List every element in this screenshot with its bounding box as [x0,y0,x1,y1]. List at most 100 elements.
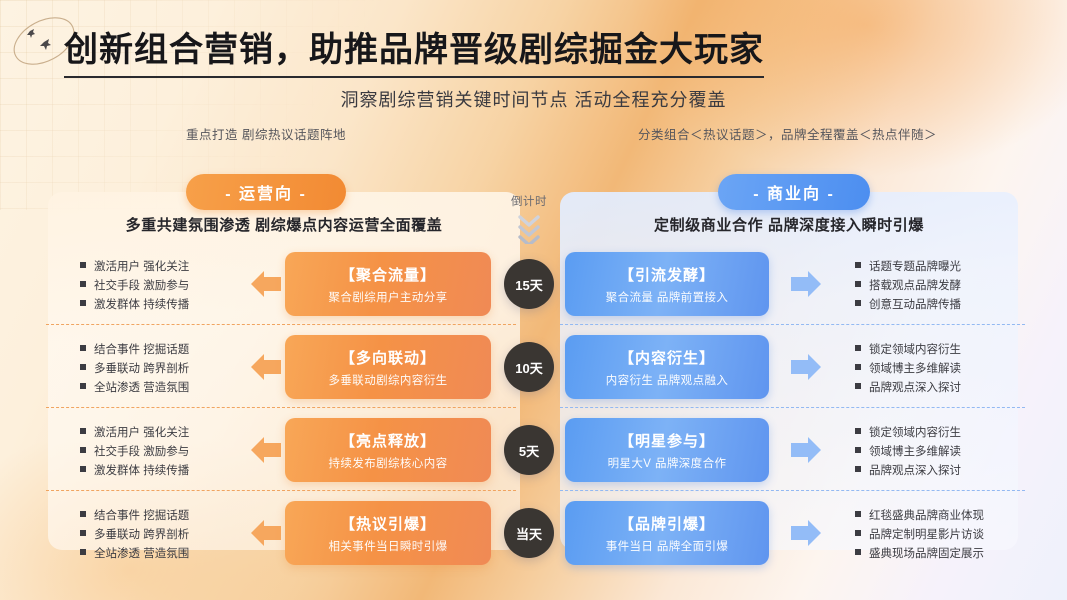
bullet-text: 品牌观点深入探讨 [869,382,961,394]
bullets-left-3: 结合事件 挖掘话题 多垂联动 跨界剖析 全站渗透 营造氛围 [80,507,250,564]
divider-right-2 [560,490,1025,491]
bullet-text: 领域博主多维解读 [869,363,961,375]
bullet-text: 红毯盛典品牌商业体现 [869,510,984,522]
bullet-text: 激发群体 持续传播 [94,299,190,311]
bullet-text: 创意互动品牌传播 [869,299,961,311]
countdown-circle-0: 15天 [504,259,554,309]
countdown-circle-3: 当天 [504,508,554,558]
orange-card-title: 【多向联动】 [339,349,436,367]
bullet-text: 社交手段 激励参与 [94,280,190,292]
countdown-circle-1: 10天 [504,342,554,392]
bullet-text: 激发群体 持续传播 [94,465,190,477]
blue-card-title: 【内容衍生】 [618,349,715,367]
arrow-left-icon [251,437,281,463]
arrow-right-icon [791,271,821,297]
bullet-square-icon [855,549,861,555]
blue-card-0[interactable]: 【引流发酵】 聚合流量 品牌前置接入 [565,252,769,316]
bullet-text: 锁定领域内容衍生 [869,344,961,356]
bullet-text: 激活用户 强化关注 [94,427,190,439]
bullet-square-icon [855,428,861,434]
timeline-row-3: 结合事件 挖掘话题 多垂联动 跨界剖析 全站渗透 营造氛围 【热议引爆】 相关事… [0,501,1067,567]
bullet-square-icon [855,511,861,517]
bullet-text: 品牌观点深入探讨 [869,465,961,477]
bullet-square-icon [855,262,861,268]
bullet-text: 结合事件 挖掘话题 [94,510,190,522]
bullets-right-2: 锁定领域内容衍生 领域博主多维解读 品牌观点深入探讨 [855,424,1040,481]
bullet-square-icon [855,383,861,389]
bullet-square-icon [855,530,861,536]
bullet-square-icon [855,345,861,351]
blue-card-subtitle: 聚合流量 品牌前置接入 [605,291,729,304]
bullet-text: 盛典现场品牌固定展示 [869,548,984,560]
blue-card-3[interactable]: 【品牌引爆】 事件当日 品牌全面引爆 [565,501,769,565]
arrow-right-icon [791,437,821,463]
blue-card-1[interactable]: 【内容衍生】 内容衍生 品牌观点融入 [565,335,769,399]
bullet-square-icon [855,466,861,472]
bullet-text: 多垂联动 跨界剖析 [94,363,190,375]
orange-card-subtitle: 相关事件当日瞬时引爆 [328,540,448,553]
arrow-right-icon [791,354,821,380]
bullet-text: 领域博主多维解读 [869,446,961,458]
bullet-square-icon [855,447,861,453]
bullet-square-icon [80,345,86,351]
bullets-right-1: 锁定领域内容衍生 领域博主多维解读 品牌观点深入探讨 [855,341,1040,398]
timeline-row-1: 结合事件 挖掘话题 多垂联动 跨界剖析 全站渗透 营造氛围 【多向联动】 多垂联… [0,335,1067,401]
orange-card-subtitle: 聚合剧综用户主动分享 [328,291,448,304]
orange-card-3[interactable]: 【热议引爆】 相关事件当日瞬时引爆 [285,501,491,565]
bullet-text: 结合事件 挖掘话题 [94,344,190,356]
caption-left: 重点打造 剧综热议话题阵地 [186,128,346,142]
panel-commercial-heading: 定制级商业合作 品牌深度接入瞬时引爆 [654,217,924,234]
timeline-row-2: 激活用户 强化关注 社交手段 激励参与 激发群体 持续传播 【亮点释放】 持续发… [0,418,1067,484]
bullet-square-icon [855,281,861,287]
blue-card-title: 【品牌引爆】 [618,515,715,533]
bullet-square-icon [80,300,86,306]
bullets-right-3: 红毯盛典品牌商业体现 品牌定制明星影片访谈 盛典现场品牌固定展示 [855,507,1040,564]
bullet-square-icon [80,383,86,389]
bullet-square-icon [80,466,86,472]
countdown-label: 倒计时 [511,196,547,208]
panel-commercial-pill: - 商业向 - [718,174,870,210]
page-subtitle: 洞察剧综营销关键时间节点 活动全程充分覆盖 [340,90,727,110]
page-title: 创新组合营销，助推品牌晋级剧综掘金大玩家 [64,22,764,78]
timeline-row-0: 激活用户 强化关注 社交手段 激励参与 激发群体 持续传播 【聚合流量】 聚合剧… [0,252,1067,318]
countdown-circle-2: 5天 [504,425,554,475]
blue-card-2[interactable]: 【明星参与】 明星大V 品牌深度合作 [565,418,769,482]
divider-right-0 [560,324,1025,325]
bullet-square-icon [855,300,861,306]
arrow-left-icon [251,520,281,546]
bullets-left-1: 结合事件 挖掘话题 多垂联动 跨界剖析 全站渗透 营造氛围 [80,341,250,398]
orange-card-title: 【聚合流量】 [339,266,436,284]
orange-card-0[interactable]: 【聚合流量】 聚合剧综用户主动分享 [285,252,491,316]
chevron-down-icon [505,214,553,244]
bullet-text: 话题专题品牌曝光 [869,261,961,273]
bullet-square-icon [80,511,86,517]
orange-card-2[interactable]: 【亮点释放】 持续发布剧综核心内容 [285,418,491,482]
orange-card-subtitle: 多垂联动剧综内容衍生 [328,374,448,387]
page-title-wrapper: 创新组合营销，助推品牌晋级剧综掘金大玩家 [0,22,1067,78]
orange-card-1[interactable]: 【多向联动】 多垂联动剧综内容衍生 [285,335,491,399]
orange-card-subtitle: 持续发布剧综核心内容 [328,457,448,470]
arrow-right-icon [791,520,821,546]
divider-left-2 [46,490,516,491]
bullets-left-2: 激活用户 强化关注 社交手段 激励参与 激发群体 持续传播 [80,424,250,481]
arrow-left-icon [251,271,281,297]
bullet-text: 多垂联动 跨界剖析 [94,529,190,541]
bullet-square-icon [80,262,86,268]
arrow-left-icon [251,354,281,380]
bullet-square-icon [855,364,861,370]
bullet-square-icon [80,364,86,370]
bullet-text: 搭载观点品牌发酵 [869,280,961,292]
blue-card-subtitle: 事件当日 品牌全面引爆 [605,540,729,553]
bullet-text: 激活用户 强化关注 [94,261,190,273]
bullet-square-icon [80,530,86,536]
blue-card-subtitle: 明星大V 品牌深度合作 [607,457,727,470]
bullet-text: 社交手段 激励参与 [94,446,190,458]
bullet-square-icon [80,549,86,555]
orange-card-title: 【亮点释放】 [339,432,436,450]
orange-card-title: 【热议引爆】 [339,515,436,533]
divider-left-0 [46,324,516,325]
bullet-text: 全站渗透 营造氛围 [94,548,190,560]
bullet-text: 全站渗透 营造氛围 [94,382,190,394]
bullet-square-icon [80,428,86,434]
bullets-right-0: 话题专题品牌曝光 搭载观点品牌发酵 创意互动品牌传播 [855,258,1040,315]
